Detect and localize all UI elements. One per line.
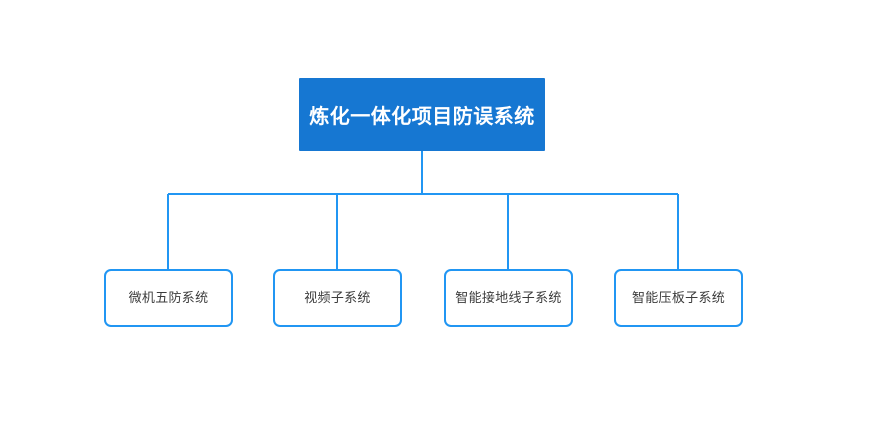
- child-node-shipin[interactable]: 视频子系统: [273, 269, 402, 327]
- child-node-label: 智能接地线子系统: [455, 290, 562, 306]
- child-node-label: 微机五防系统: [128, 290, 209, 306]
- child-node-weiji-wufang[interactable]: 微机五防系统: [104, 269, 233, 327]
- child-node-label: 智能压板子系统: [631, 290, 726, 306]
- child-node-label: 视频子系统: [304, 290, 371, 306]
- root-node[interactable]: 炼化一体化项目防误系统: [299, 78, 545, 151]
- connector-lines: [167, 151, 679, 269]
- root-node-label: 炼化一体化项目防误系统: [309, 106, 535, 128]
- child-node-yaban[interactable]: 智能压板子系统: [614, 269, 743, 327]
- child-node-jiedixian[interactable]: 智能接地线子系统: [444, 269, 573, 327]
